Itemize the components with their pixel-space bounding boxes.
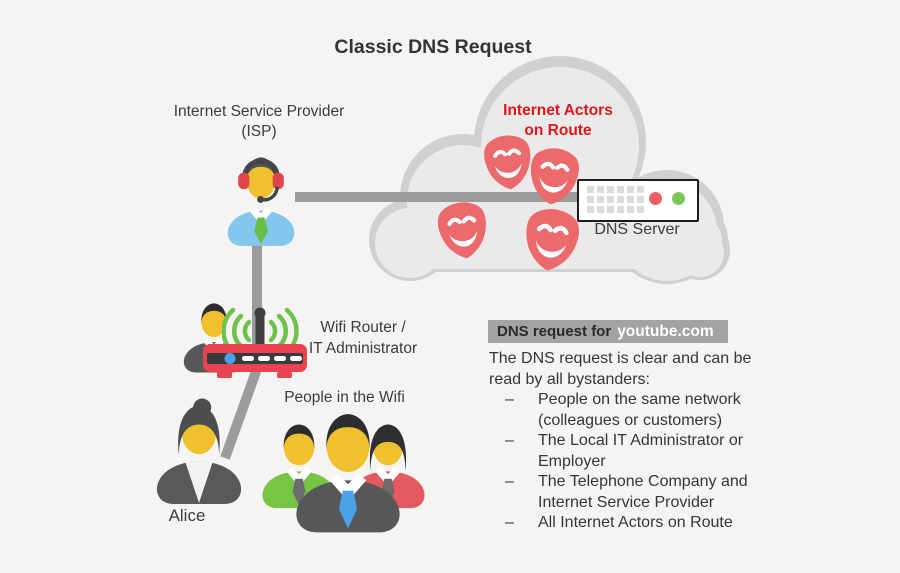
router-label-line1: Wifi Router / xyxy=(320,319,406,336)
list-item: – People on the same network (colleagues… xyxy=(489,390,761,431)
wifi-person-green-icon xyxy=(262,424,336,509)
wifi-person-center-icon xyxy=(296,414,400,533)
router-label-line2: IT Administrator xyxy=(308,340,418,357)
explanation-intro: The DNS request is clear and can be read… xyxy=(489,350,752,388)
explanation-block: The DNS request is clear and can be read… xyxy=(489,349,761,534)
theater-mask-icon xyxy=(433,195,494,267)
dns-server-label: DNS Server xyxy=(594,221,680,238)
server-vent-grid xyxy=(587,186,644,213)
isp-label-line1: Internet Service Provider xyxy=(173,103,345,120)
banner-domain: youtube.com xyxy=(617,322,714,340)
list-item: – The Local IT Administrator or Employer xyxy=(489,431,761,472)
dns-server-icon xyxy=(577,179,699,222)
internet-actors-label: Internet Actors on Route xyxy=(467,101,649,140)
list-item: – All Internet Actors on Route xyxy=(489,513,761,534)
dns-request-banner: DNS request for youtube.com xyxy=(488,320,728,343)
bullet-dash: – xyxy=(505,432,514,449)
isp-label: Internet Service Provider (ISP) xyxy=(129,102,389,141)
cloud-label-line1: Internet Actors xyxy=(503,102,613,119)
wifi-router-icon xyxy=(203,344,307,378)
list-item: – The Telephone Company and Internet Ser… xyxy=(489,472,761,513)
theater-mask-icon xyxy=(518,201,584,278)
router-label: Wifi Router / IT Administrator xyxy=(286,317,440,359)
isp-label-line2: (ISP) xyxy=(241,122,277,140)
wifi-people-label: People in the Wifi xyxy=(284,389,405,406)
bullet-dash: – xyxy=(505,473,514,490)
server-led-green-icon xyxy=(672,192,685,205)
isp-agent-icon xyxy=(227,157,295,246)
page-title: Classic DNS Request xyxy=(334,36,532,58)
cloud-label-line2: on Route xyxy=(524,121,592,139)
alice-label: Alice xyxy=(168,506,206,525)
banner-prefix: DNS request for xyxy=(497,323,612,340)
alice-icon xyxy=(156,398,242,504)
bullet-text: All Internet Actors on Route xyxy=(538,514,733,531)
bullet-text: People on the same network (colleagues o… xyxy=(538,391,741,429)
bullet-text: The Telephone Company and Internet Servi… xyxy=(538,473,748,511)
bullet-text: The Local IT Administrator or Employer xyxy=(538,432,744,470)
bullet-dash: – xyxy=(505,514,514,531)
server-led-red-icon xyxy=(649,192,662,205)
bullet-dash: – xyxy=(505,391,514,408)
